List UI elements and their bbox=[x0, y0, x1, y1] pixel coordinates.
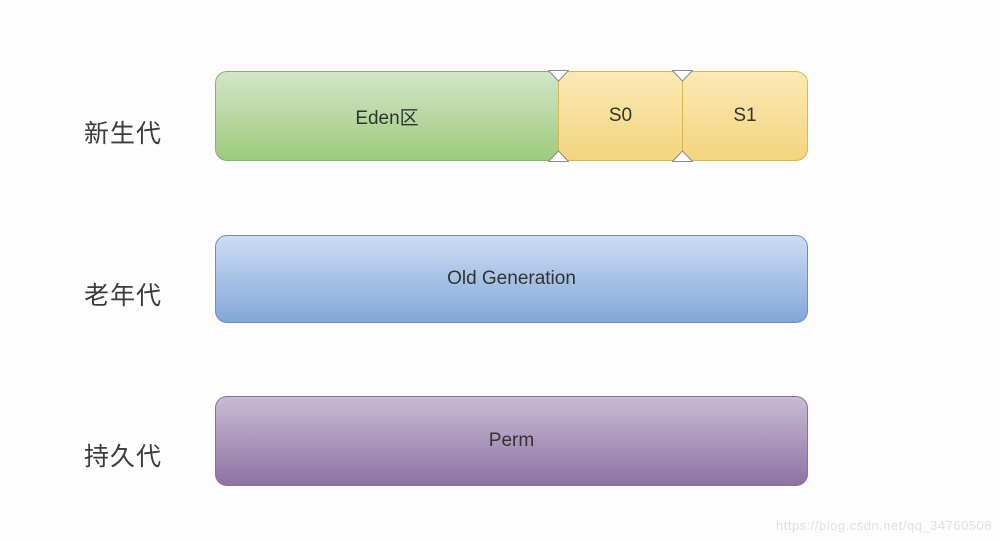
box-s0: S0 bbox=[558, 71, 683, 161]
row-label-permanent-generation: 持久代 bbox=[84, 443, 163, 471]
box-s1-label: S1 bbox=[733, 105, 757, 126]
box-perm-label: Perm bbox=[488, 430, 535, 451]
row-label-old-generation: 老年代 bbox=[84, 282, 163, 310]
seam-marker-s0-s1-bottom-icon bbox=[672, 150, 693, 162]
csdn-watermark: https://blog.csdn.net/qq_34760508 bbox=[776, 518, 992, 533]
seam-marker-eden-s0-top-icon bbox=[548, 70, 569, 82]
box-s1: S1 bbox=[682, 71, 808, 161]
row-label-young-generation: 新生代 bbox=[84, 120, 163, 148]
seam-marker-s0-s1-top-icon bbox=[672, 70, 693, 82]
box-old-generation: Old Generation bbox=[215, 235, 808, 323]
box-s0-label: S0 bbox=[608, 105, 633, 126]
seam-marker-eden-s0-bottom-icon bbox=[548, 150, 569, 162]
box-old-generation-label: Old Generation bbox=[447, 268, 576, 289]
box-perm: Perm bbox=[215, 396, 808, 486]
box-eden-label: Eden区 bbox=[355, 107, 419, 129]
box-eden: Eden区 bbox=[215, 71, 559, 161]
